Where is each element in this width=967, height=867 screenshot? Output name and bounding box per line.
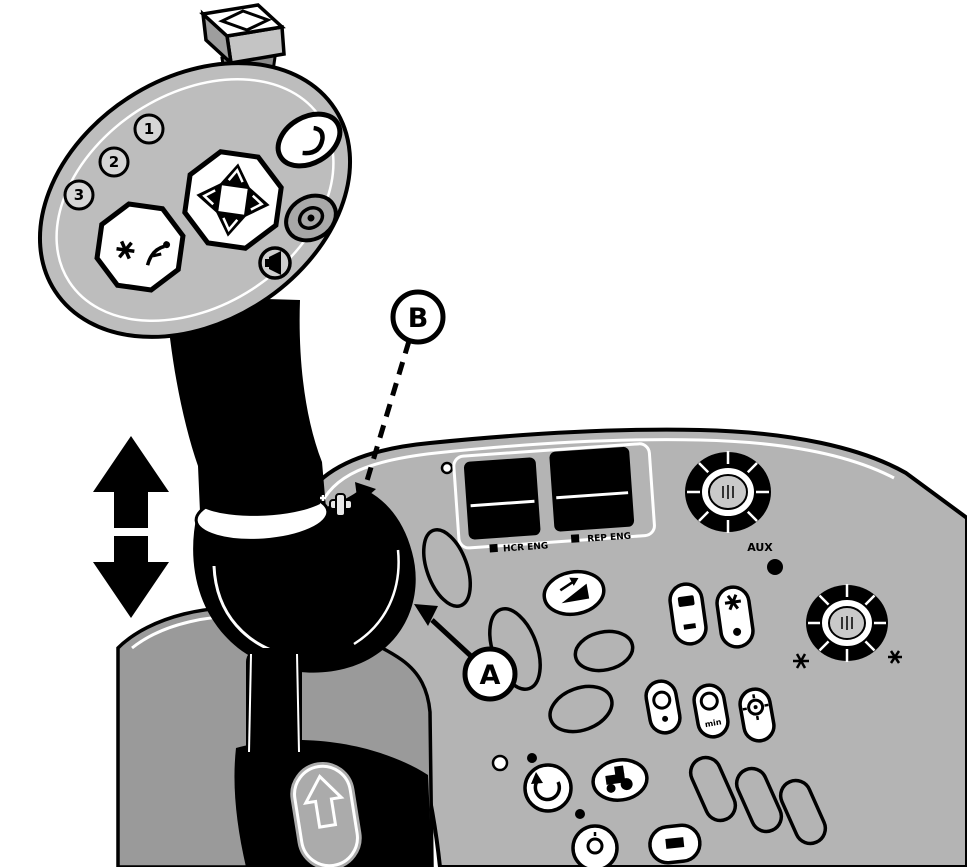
top-switch-top <box>199 3 286 38</box>
blank-pill-1 <box>688 755 738 823</box>
tractor-icon <box>605 765 633 793</box>
rocker-switch-left <box>463 457 541 540</box>
shaft-over-collar <box>204 466 320 516</box>
dot-2 <box>575 809 585 819</box>
aux-pad <box>94 201 186 293</box>
blank-pill-2 <box>734 766 784 834</box>
button-1 <box>133 113 165 145</box>
hook-arrow-icon <box>302 125 325 156</box>
blank-slot-1 <box>422 528 472 608</box>
implement-icon <box>677 595 695 607</box>
pto-icon <box>652 690 672 710</box>
b-target-button <box>320 493 353 517</box>
rotary-knob-climate <box>806 584 888 662</box>
callout-a-arrowhead <box>414 604 438 626</box>
rocker-well <box>452 442 656 550</box>
pto-pill-button <box>644 679 682 735</box>
snowflake-icon <box>724 594 742 611</box>
rotate-button <box>523 763 573 813</box>
hcr-eng-label: HCR ENG <box>503 541 549 554</box>
callout-b-label: B <box>408 303 429 334</box>
bottom-pill-icon <box>665 837 685 849</box>
callout-a-label: A <box>480 660 501 691</box>
knob-grip-lines <box>722 485 734 499</box>
climate-pill-button <box>715 585 755 649</box>
rpm-label: min <box>704 717 722 729</box>
rpm-icon <box>699 691 719 711</box>
joystick: 1 2 3 <box>37 3 416 762</box>
o-mark <box>491 754 509 772</box>
blank-pill-3 <box>778 778 828 846</box>
button-1-label: 1 <box>144 120 154 138</box>
rocker-well-group: HCR ENG REP ENG <box>452 442 656 555</box>
rep-eng-label: REP ENG <box>587 532 631 545</box>
up-arrow <box>93 436 169 528</box>
horn-icon <box>265 251 281 275</box>
rocker-switch-right <box>549 446 635 532</box>
gear-icon <box>747 698 765 716</box>
bottom-pill-button <box>648 823 702 865</box>
joystick-shaft <box>166 296 326 512</box>
ring-button <box>284 193 338 243</box>
star-icon-left <box>793 653 809 669</box>
down-arrow <box>93 536 169 618</box>
knob-grip-lines <box>841 616 853 630</box>
boot-highlight-right <box>353 549 400 646</box>
snowflake-icon-right <box>888 650 902 664</box>
up-down-arrow-icon <box>93 436 169 618</box>
rocker-labels: HCR ENG REP ENG <box>489 532 631 555</box>
knob-ribs <box>808 584 886 662</box>
blank-slot-3 <box>573 629 635 673</box>
four-way-arrows-icon <box>196 163 270 237</box>
blank-slot-4 <box>548 684 614 734</box>
console-panel: HCR ENG REP ENG AUX <box>293 427 967 867</box>
ramp-button <box>542 569 606 617</box>
four-way-pad <box>182 149 284 251</box>
ramp-arrow-icon <box>561 583 590 604</box>
button-3 <box>63 179 95 211</box>
joystick-post <box>246 648 302 762</box>
tractor-button <box>591 758 649 802</box>
button-2 <box>98 146 130 178</box>
aux-dot <box>767 559 783 575</box>
sprout-icon <box>145 241 171 266</box>
console-highlight <box>316 438 895 513</box>
callout-a: A <box>414 604 518 702</box>
diamond-switch-icon <box>218 9 272 32</box>
rotate-icon <box>533 778 562 802</box>
dot-1 <box>527 753 537 763</box>
gear-pill-button <box>738 687 776 743</box>
aux-label: AUX <box>747 541 773 554</box>
bottom-round-button <box>571 824 619 867</box>
oval-button <box>275 111 343 169</box>
numbered-buttons: 1 2 3 <box>63 113 165 211</box>
hcr-eng-icon <box>489 543 498 553</box>
star-icon <box>116 240 135 260</box>
rep-eng-icon <box>570 534 580 543</box>
rpm-pill-button: min <box>692 683 730 739</box>
rotary-knob-aux <box>685 451 771 533</box>
callout-b: B <box>355 289 446 505</box>
armrest-pill-button <box>286 758 366 867</box>
hitch-pill-button <box>668 582 708 646</box>
button-3-label: 3 <box>74 186 84 204</box>
horn-button <box>258 246 292 280</box>
up-arrow-icon <box>302 774 345 829</box>
knob-ribs <box>687 451 769 533</box>
button-2-label: 2 <box>109 153 119 171</box>
console-pivot-dot <box>440 461 454 475</box>
callout-b-arrowhead <box>355 482 376 505</box>
